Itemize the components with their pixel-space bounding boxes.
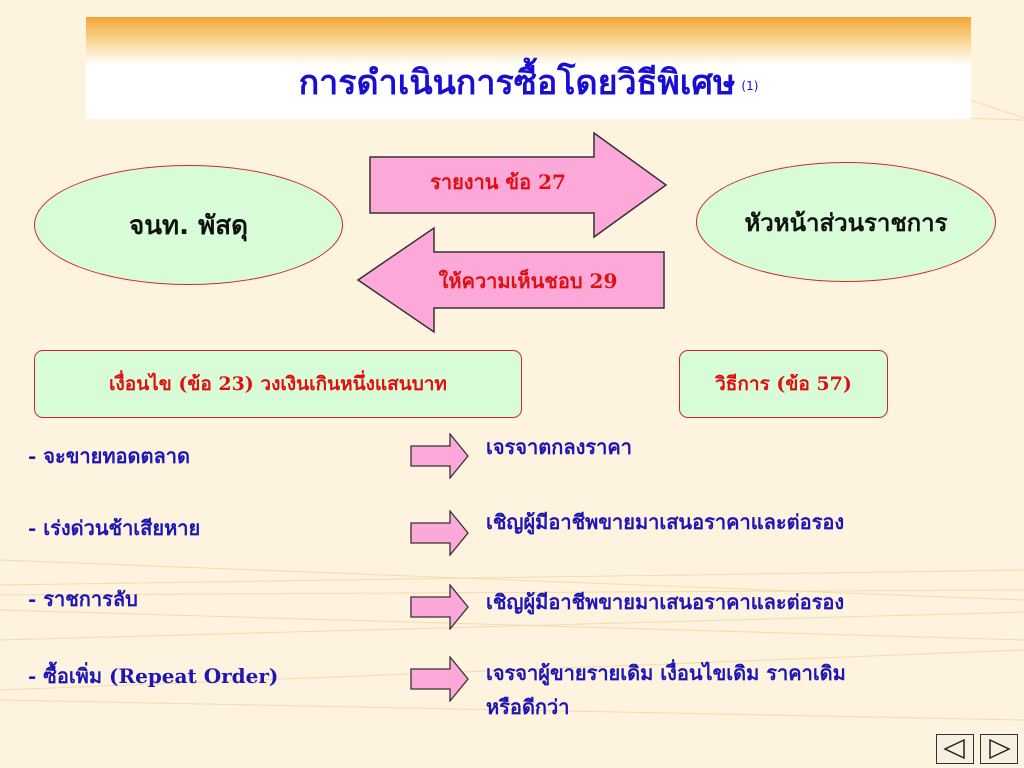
method-item-line: เจรจาผู้ขายรายเดิม เงื่อนไขเดิม ราคาเดิม <box>486 661 846 685</box>
method-item-line: เชิญผู้มีอาชีพขายมาเสนอราคาและต่อรอง <box>486 510 845 534</box>
approval-arrow-left <box>356 226 665 334</box>
method-item: เชิญผู้มีอาชีพขายมาเสนอราคาและต่อรอง <box>486 585 844 619</box>
condition-item: - เร่งด่วนช้าเสียหาย <box>28 516 201 540</box>
title-note: (1) <box>741 79 759 93</box>
condition-item: - ราชการลับ <box>28 587 138 611</box>
right-arrow-icon <box>410 433 469 479</box>
method-item-line: เชิญผู้มีอาชีพขายมาเสนอราคาและต่อรอง <box>486 590 845 614</box>
method-item: เจรจาผู้ขายรายเดิม เงื่อนไขเดิม ราคาเดิม… <box>486 656 846 724</box>
method-item: เจรจาตกลงราคา <box>486 430 632 464</box>
report-arrow-right <box>369 131 668 239</box>
next-slide-button[interactable] <box>980 734 1018 764</box>
method-item: เชิญผู้มีอาชีพขายมาเสนอราคาและต่อรอง <box>486 505 844 539</box>
right-arrow-icon <box>410 584 469 630</box>
triangle-left-icon <box>943 738 965 760</box>
report-arrow-label: รายงาน ข้อ 27 <box>430 170 566 194</box>
right-arrow-icon <box>410 510 469 556</box>
condition-box-label: เงื่อนไข (ข้อ 23) วงเงินเกินหนึ่งแสนบาท <box>109 373 447 395</box>
title-bar: การดำเนินการซื้อโดยวิธีพิเศษ (1) <box>86 17 971 119</box>
department-head-oval: หัวหน้าส่วนราชการ <box>696 162 996 282</box>
condition-item: - ซื้อเพิ่ม (Repeat Order) <box>28 664 279 688</box>
approval-arrow-label: ให้ความเห็นชอบ 29 <box>438 269 618 293</box>
previous-slide-button[interactable] <box>936 734 974 764</box>
right-arrow-icon <box>410 656 469 702</box>
title-text: การดำเนินการซื้อโดยวิธีพิเศษ <box>298 63 736 103</box>
triangle-right-icon <box>989 738 1011 760</box>
method-item-line: เจรจาตกลงราคา <box>486 435 632 459</box>
method-box: วิธีการ (ข้อ 57) <box>679 350 888 418</box>
method-item-line-2: หรือดีกว่า <box>486 695 570 719</box>
procurement-officer-label: จนท. พัสดุ <box>129 210 248 241</box>
method-box-label: วิธีการ (ข้อ 57) <box>715 373 852 395</box>
condition-item: - จะขายทอดตลาด <box>28 444 190 468</box>
slide-title: การดำเนินการซื้อโดยวิธีพิเศษ (1) <box>86 55 971 109</box>
department-head-label: หัวหน้าส่วนราชการ <box>744 208 948 237</box>
condition-box: เงื่อนไข (ข้อ 23) วงเงินเกินหนึ่งแสนบาท <box>34 350 522 418</box>
procurement-officer-oval: จนท. พัสดุ <box>34 165 343 285</box>
